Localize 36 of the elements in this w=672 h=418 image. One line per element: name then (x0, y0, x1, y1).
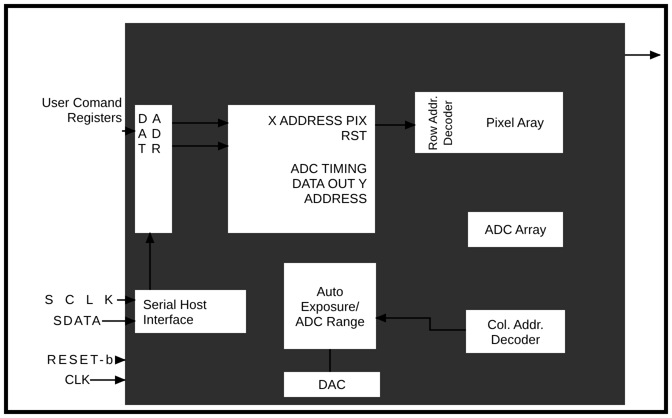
decoder-box (415, 92, 467, 153)
arrow (172, 118, 230, 128)
decoder-box (466, 310, 565, 353)
arrow (172, 142, 230, 150)
arrow (625, 50, 662, 60)
box-text: DAC (317, 377, 347, 392)
arrow (146, 232, 154, 290)
chip-block (125, 23, 625, 405)
label-text: SDATA (52, 313, 102, 328)
interface-box (135, 290, 246, 333)
array-box (468, 212, 563, 247)
label-text: S C L K (44, 292, 117, 307)
arrow (117, 296, 136, 304)
box-text: ADC TIMING DATA OUT Y ADDRESS (290, 161, 367, 206)
box-text: Auto Exposure/ ADC Range (294, 284, 366, 328)
register-box (135, 105, 172, 233)
box-text: ADC Array (484, 222, 548, 237)
box-text: Col. Addr. Decoder (486, 316, 545, 346)
arrow (114, 356, 126, 364)
box-text: X ADDRESS PIX RST (267, 113, 367, 143)
box-text: Pixel Aray (485, 115, 545, 130)
arrow (90, 376, 126, 384)
controller-box (228, 105, 375, 233)
exposure-box (284, 263, 376, 349)
label-text: User Comand Registers (40, 95, 122, 125)
box-text: D A A D T R (138, 111, 163, 156)
converter-box (284, 372, 380, 397)
arrow (102, 316, 136, 326)
arrow (374, 314, 466, 331)
arrow (122, 126, 136, 136)
array-box (467, 92, 563, 153)
label-text: CLK (64, 372, 90, 387)
arrow (375, 120, 416, 130)
box-text: Row Addr. Decoder (426, 94, 456, 152)
box-text: Serial Host Interface (143, 296, 208, 326)
label-text: RESET-b (46, 352, 115, 367)
